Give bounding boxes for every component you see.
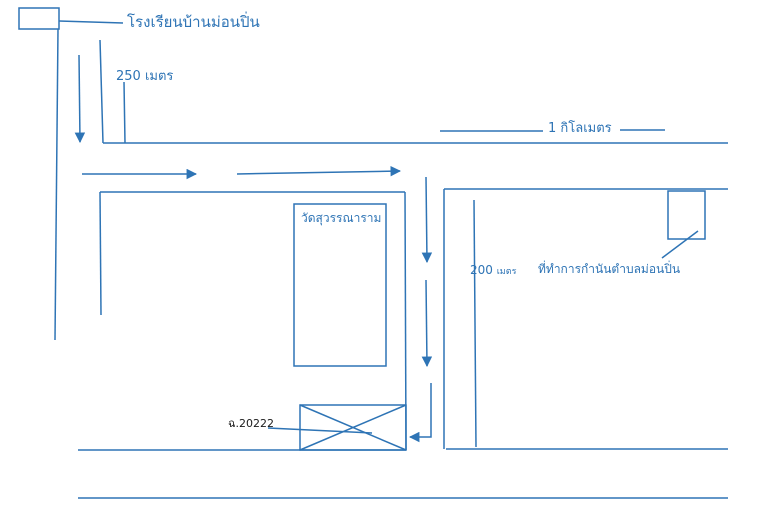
route-arrow-turn-left [408, 383, 432, 443]
temple-label: วัดสุวรรณาราม [301, 211, 382, 225]
road-250-right-edge [123, 81, 126, 144]
distance-1km-label: 1 กิโลเมตร [548, 121, 612, 136]
distance-200-label: 200 เมตร [470, 264, 516, 277]
office-label: ที่ทำการกำนันตำบลม่อนปิ่น [538, 262, 681, 276]
school-label: โรงเรียนบ้านม่อนปิ่น [127, 13, 260, 31]
route-arrow-down-1 [74, 54, 86, 144]
temple-box [293, 203, 387, 367]
route-arrow-right-2 [236, 165, 402, 177]
distance-250-label: 250 เมตร [116, 69, 174, 84]
office-box [667, 190, 706, 240]
distance-200-unit: เมตร [496, 267, 517, 277]
road-side-left-edge [99, 191, 102, 316]
distance-200-value: 200 [470, 263, 493, 277]
office-leader-line [661, 230, 699, 259]
culvert-cross-b [299, 404, 407, 451]
school-marker [18, 7, 60, 30]
culvert-leader-line [267, 427, 373, 434]
road-left-outer [54, 28, 59, 341]
culvert-box [299, 404, 407, 451]
route-arrow-down-3 [421, 279, 433, 368]
school-leader-line [58, 20, 124, 24]
road-250-left-edge [99, 39, 104, 144]
culvert-label: ฉ.20222 [228, 417, 274, 430]
route-arrow-down-2 [421, 176, 433, 264]
road-200-marker-line [473, 199, 477, 448]
